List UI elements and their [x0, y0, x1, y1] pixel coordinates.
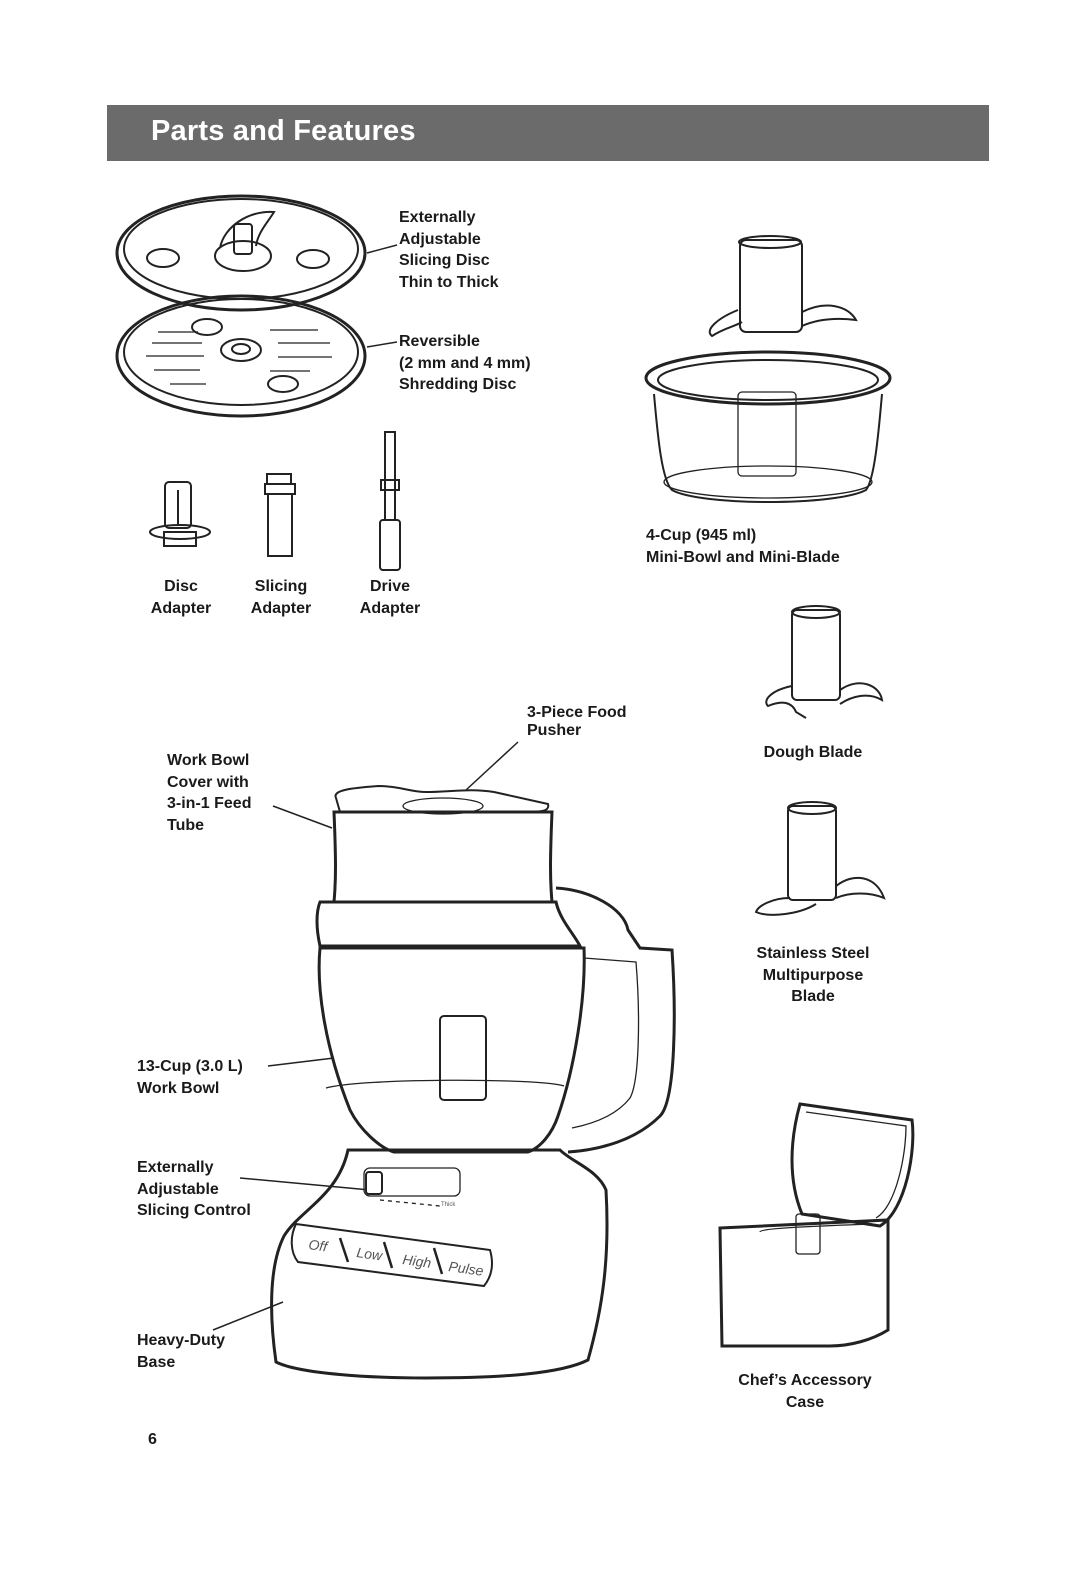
label-work-bowl-cover: Work Bowl Cover with 3-in-1 Feed Tube: [167, 752, 252, 835]
label-base: Heavy-Duty Base: [137, 1332, 226, 1371]
multipurpose-blade-illustration: [756, 802, 884, 915]
button-high-label: High: [402, 1251, 433, 1271]
dough-blade-illustration: [766, 606, 882, 718]
label-food-pusher: 3-Piece Food Pusher: [527, 704, 627, 739]
label-slicing-adapter: Slicing Adapter: [250, 578, 312, 617]
label-accessory-case: Chef’s Accessory Case: [738, 1372, 872, 1411]
mini-bowl-illustration: [646, 352, 890, 502]
shredding-disc-illustration: [117, 296, 365, 416]
button-off-label: Off: [308, 1236, 331, 1255]
label-disc-adapter: Disc Adapter: [150, 578, 212, 617]
mini-blade-illustration: [710, 236, 856, 336]
section-header: Parts and Features: [107, 105, 989, 161]
section-title: Parts and Features: [151, 115, 416, 147]
button-pulse-label: Pulse: [448, 1258, 485, 1279]
label-slicing-disc: Externally Adjustable Slicing Disc Thin …: [399, 209, 499, 292]
button-low-label: Low: [356, 1244, 385, 1264]
label-shredding-disc: Reversible (2 mm and 4 mm) Shredding Dis…: [399, 333, 531, 394]
thick-mark-label: Thick: [441, 1202, 456, 1208]
label-drive-adapter: Drive Adapter: [359, 578, 421, 617]
food-processor-illustration: Off Low High Pulse Thick: [272, 786, 675, 1378]
disc-adapter-illustration: [150, 482, 210, 546]
page-number: 6: [148, 1431, 157, 1448]
label-multipurpose-blade: Stainless Steel Multipurpose Blade: [756, 945, 870, 1006]
label-slicing-control: Externally Adjustable Slicing Control: [137, 1159, 251, 1220]
accessory-case-illustration: [720, 1104, 913, 1346]
label-mini-bowl: 4-Cup (945 ml) Mini-Bowl and Mini-Blade: [646, 527, 840, 566]
label-dough-blade: Dough Blade: [763, 744, 863, 761]
slicing-disc-illustration: [117, 196, 365, 310]
drive-adapter-illustration: [380, 432, 400, 570]
label-work-bowl: 13-Cup (3.0 L) Work Bowl: [137, 1058, 243, 1097]
slicing-adapter-illustration: [265, 474, 295, 556]
